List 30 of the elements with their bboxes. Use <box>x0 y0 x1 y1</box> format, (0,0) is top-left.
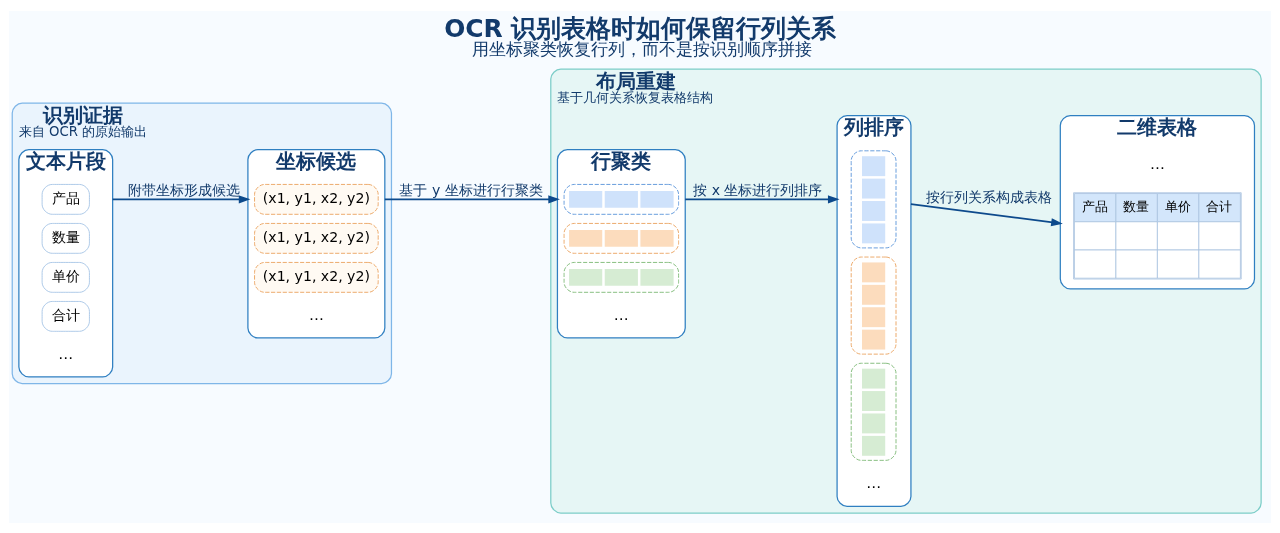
edge-label: 基于 y 坐标进行行聚类 <box>399 181 543 198</box>
edge-label: 附带坐标形成候选 <box>127 181 240 198</box>
node-box: 单价 <box>41 261 90 293</box>
node-box: 合计 <box>41 300 90 332</box>
node-box <box>850 256 897 355</box>
node-box: (x1, y1, x2, y2) <box>254 183 379 215</box>
label: 产品 <box>1081 198 1108 214</box>
edge-label: 按 x 坐标进行列排序 <box>693 181 823 198</box>
label: … <box>308 305 324 324</box>
arrow <box>111 194 251 203</box>
node-box <box>563 222 679 254</box>
label: … <box>1149 154 1165 173</box>
label: 单价 <box>1164 198 1191 214</box>
arrow <box>684 194 840 203</box>
label: … <box>58 344 74 363</box>
label: 合计 <box>1206 198 1233 214</box>
node-box: (x1, y1, x2, y2) <box>254 261 379 293</box>
node-box: 数量 <box>41 222 90 254</box>
node-box <box>563 183 679 215</box>
node-box <box>850 362 897 461</box>
node-box: 产品 <box>41 183 90 215</box>
node-box <box>850 149 897 248</box>
arrow <box>384 194 560 203</box>
label: … <box>613 305 629 324</box>
node-box <box>563 261 679 293</box>
edge-label: 按行列关系构成表格 <box>925 188 1052 205</box>
node-box: (x1, y1, x2, y2) <box>254 222 379 254</box>
label: … <box>866 473 882 492</box>
arrow <box>910 202 1063 226</box>
label: 数量 <box>1123 198 1150 214</box>
